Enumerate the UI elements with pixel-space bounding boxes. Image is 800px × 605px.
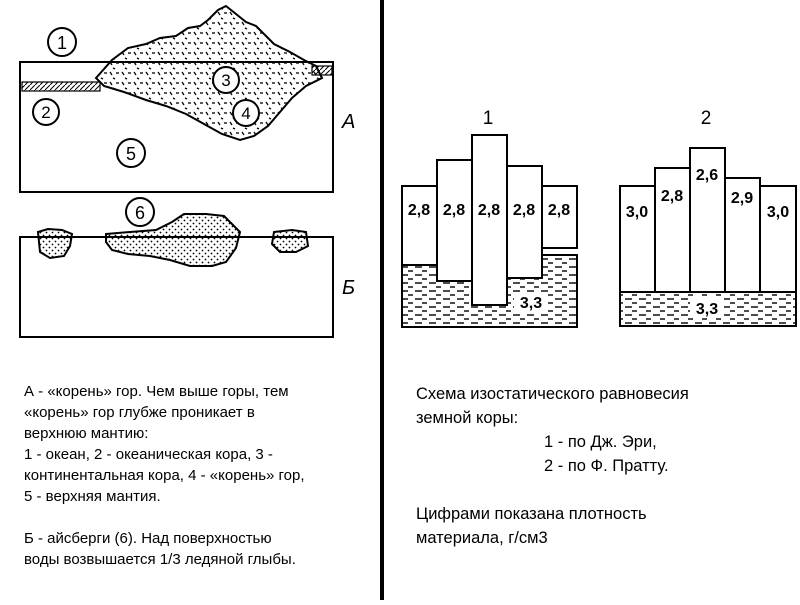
block-density: 2,8 [661, 188, 683, 205]
caption-b-line: воды возвышается 1/3 ледяной глыбы. [24, 551, 296, 568]
caption-note-line: материала, г/см3 [416, 529, 548, 547]
panel-a-letter: А [341, 111, 355, 133]
label-iceberg: 6 [125, 197, 155, 227]
caption-a-line: континентальная кора, 4 - «корень» гор, [24, 467, 305, 484]
panel-b-icebergs: 6 Б [19, 197, 355, 338]
caption-a-line: 1 - океан, 2 - океаническая кора, 3 - [24, 446, 273, 463]
mantle-density: 3,3 [520, 295, 542, 312]
diagram-1-number: 1 [483, 108, 494, 129]
block-density: 2,6 [696, 167, 718, 184]
oceanic-crust-strip [21, 81, 101, 92]
svg-text:6: 6 [135, 203, 145, 223]
svg-text:1: 1 [57, 33, 67, 53]
caption-title-line: Схема изостатического равновесия [416, 385, 689, 403]
iceberg-small-right [270, 228, 310, 253]
caption-a-line: «корень» гор глубже проникает в [24, 404, 255, 421]
iceberg-small-left [36, 227, 74, 260]
svg-text:2: 2 [41, 103, 50, 122]
diagram-2-block [724, 177, 761, 293]
caption-note-line: Цифрами показана плотность [416, 505, 647, 523]
diagram-1-block [436, 159, 473, 282]
isostasy-illustration: 1 2 3 4 5 А [19, 4, 355, 338]
right-caption: Схема изостатического равновесия земной … [416, 382, 786, 550]
svg-text:5: 5 [126, 144, 136, 164]
caption-a-line: верхнюю мантию: [24, 425, 149, 442]
label-mountain-root: 4 [232, 99, 260, 127]
iceberg-large [105, 213, 242, 267]
diagram-pratt: 2 3,0 2,8 2,6 2,9 3,0 3,3 [619, 108, 797, 327]
block-density: 2,9 [731, 190, 753, 207]
vertical-divider [380, 0, 384, 600]
caption-a-line: А - «корень» гор. Чем выше горы, тем [24, 383, 289, 400]
continental-crust-mountain [94, 4, 324, 142]
diagram-2-number: 2 [701, 108, 712, 129]
svg-text:3: 3 [221, 71, 230, 90]
isostasy-schemes: 1 2,8 2,8 2,8 2,8 2,8 3,3 2 3,0 [401, 108, 797, 328]
caption-title-line: земной коры: [416, 409, 519, 427]
block-density: 2,8 [548, 202, 570, 219]
caption-b-line: Б - айсберги (6). Над поверхностью [24, 530, 272, 547]
block-density: 2,8 [443, 202, 465, 219]
block-density: 3,0 [767, 204, 789, 221]
panel-b-letter: Б [342, 277, 355, 299]
panel-a-mountain-root: 1 2 3 4 5 А [19, 4, 355, 193]
diagram-1-block [506, 165, 543, 279]
diagram-2-block [619, 185, 656, 293]
diagram-1-block [401, 185, 438, 266]
block-density: 3,0 [626, 204, 648, 221]
mantle-density: 3,3 [696, 301, 718, 318]
left-caption: А - «корень» гор. Чем выше горы, тем «ко… [24, 381, 369, 570]
svg-text:4: 4 [241, 104, 250, 123]
label-oceanic-crust: 2 [32, 98, 60, 126]
label-upper-mantle: 5 [116, 138, 146, 168]
label-continental-crust: 3 [212, 66, 240, 94]
block-density: 2,8 [478, 202, 500, 219]
diagram-airy: 1 2,8 2,8 2,8 2,8 2,8 3,3 [401, 108, 578, 328]
caption-item-airy: 1 - по Дж. Эри, [544, 433, 657, 451]
caption-item-pratt: 2 - по Ф. Пратту. [544, 457, 669, 475]
block-density: 2,8 [513, 202, 535, 219]
diagram-2-block [654, 167, 691, 293]
label-ocean: 1 [47, 27, 77, 57]
diagram-2-block [689, 147, 726, 293]
left-panel: 1 2 3 4 5 А [0, 0, 380, 600]
right-panel: 1 2,8 2,8 2,8 2,8 2,8 3,3 2 3,0 [386, 0, 800, 600]
block-density: 2,8 [408, 202, 430, 219]
diagram-1-block [471, 134, 508, 306]
diagram-2-block [759, 185, 797, 293]
diagram-1-block [541, 185, 578, 249]
caption-a-line: 5 - верхняя мантия. [24, 488, 161, 505]
